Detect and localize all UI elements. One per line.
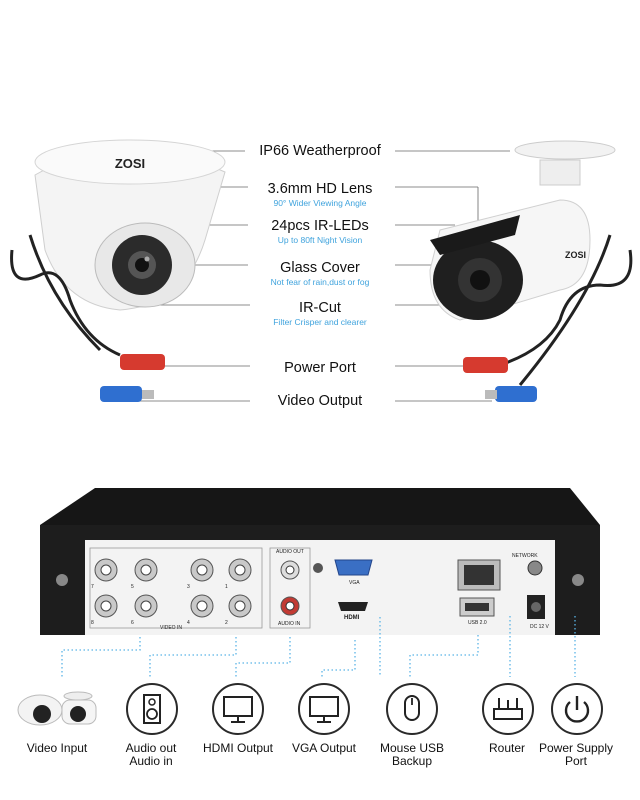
mouse-icon bbox=[386, 683, 438, 735]
network-label: NETWORK bbox=[512, 553, 538, 559]
video-in-label: VIDEO IN bbox=[160, 625, 182, 631]
feature-ir-leds: 24pcs IR-LEDs Up to 80ft Night Vision bbox=[271, 218, 369, 245]
feature-video-output: Video Output bbox=[278, 393, 362, 409]
feature-title: IP66 Weatherproof bbox=[259, 143, 381, 159]
monitor-icon bbox=[298, 683, 350, 735]
feature-subtitle: 90° Wider Viewing Angle bbox=[273, 198, 367, 208]
connection-label: Power Supply Port bbox=[538, 741, 614, 768]
feature-weatherproof: IP66 Weatherproof bbox=[259, 143, 380, 159]
port-number: 6 bbox=[131, 620, 134, 626]
connection-label: HDMI Output bbox=[202, 741, 274, 755]
port-number: 2 bbox=[225, 620, 228, 626]
connection-lines bbox=[61, 615, 576, 677]
port-number: 1 bbox=[225, 584, 228, 590]
port-number: 8 bbox=[91, 620, 94, 626]
audio-out-label: AUDIO OUT bbox=[276, 549, 304, 555]
usb-label: USB 2.0 bbox=[468, 620, 487, 626]
svg-text:ZOSI: ZOSI bbox=[565, 250, 586, 260]
feature-title: IR-Cut bbox=[299, 300, 341, 316]
dvr-recorder bbox=[40, 488, 600, 635]
camera-icon bbox=[17, 691, 97, 726]
feature-subtitle: Not fear of rain,dust or fog bbox=[270, 277, 370, 287]
router-icon bbox=[482, 683, 534, 735]
feature-ir-cut: IR-Cut Filter Crisper and clearer bbox=[273, 300, 367, 327]
feature-subtitle: Filter Crisper and clearer bbox=[273, 317, 367, 327]
power-icon bbox=[551, 683, 603, 735]
feature-glass-cover: Glass Cover Not fear of rain,dust or fog bbox=[271, 260, 370, 287]
feature-title: 24pcs IR-LEDs bbox=[271, 218, 369, 234]
bullet-camera: ZOSI bbox=[429, 140, 616, 321]
feature-title: 3.6mm HD Lens bbox=[267, 181, 373, 197]
svg-text:ZOSI: ZOSI bbox=[115, 156, 145, 171]
connection-label: Router bbox=[488, 741, 526, 755]
feature-lens: 3.6mm HD Lens 90° Wider Viewing Angle bbox=[268, 181, 373, 208]
port-number: 3 bbox=[187, 584, 190, 590]
dc-label: DC 12 V bbox=[530, 624, 549, 630]
feature-subtitle: Up to 80ft Night Vision bbox=[277, 235, 363, 245]
speaker-icon bbox=[126, 683, 178, 735]
vga-label: VGA bbox=[349, 580, 360, 586]
audio-in-label: AUDIO IN bbox=[278, 621, 301, 627]
connection-label: VGA Output bbox=[291, 741, 357, 755]
connection-label: Mouse USB Backup bbox=[379, 741, 445, 768]
dome-camera: ZOSI bbox=[34, 139, 226, 311]
connection-label: Audio out Audio in bbox=[125, 741, 177, 768]
port-number: 4 bbox=[187, 620, 190, 626]
feature-title: Power Port bbox=[284, 360, 356, 376]
port-number: 5 bbox=[131, 584, 134, 590]
feature-power-port: Power Port bbox=[284, 360, 356, 376]
monitor-icon bbox=[212, 683, 264, 735]
feature-title: Glass Cover bbox=[280, 260, 360, 276]
port-number: 7 bbox=[91, 584, 94, 590]
hdmi-label: HDMI bbox=[344, 615, 360, 621]
feature-title: Video Output bbox=[277, 393, 363, 409]
camera-diagram: ZOSI ZOSI bbox=[10, 139, 633, 402]
connection-label: Video Input bbox=[26, 741, 88, 755]
